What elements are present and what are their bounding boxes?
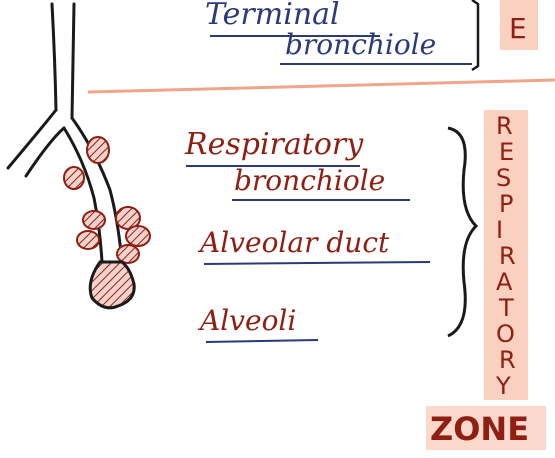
alveoli-label: Alveoli	[197, 304, 296, 337]
zone-letter-6: R	[499, 242, 516, 270]
alveolar-sac	[90, 262, 134, 308]
alveoli-underline	[206, 340, 318, 342]
alveolar-duct-label: Alveolar duct	[197, 226, 390, 259]
zone-letter-11: Y	[495, 372, 511, 400]
resp-bronchiole-line2: bronchiole	[234, 164, 385, 197]
alveolus-7	[117, 245, 139, 263]
zone-divider-line	[88, 80, 555, 92]
trunk-left-wall	[52, 4, 56, 110]
alveolus-6	[126, 226, 150, 246]
zone-letter-2: E	[499, 138, 514, 166]
trunk-right-wall	[72, 4, 74, 118]
terminal-label-line2: bronchiole	[285, 28, 436, 61]
zone-letter-5: I	[496, 216, 503, 244]
zone-top-letter: E	[509, 12, 527, 45]
resp-bronchiole-line1: Respiratory	[184, 127, 364, 162]
alveolus-5	[77, 231, 99, 249]
zone-letter-8: T	[498, 294, 514, 322]
left-branch-inner	[26, 128, 64, 176]
alveoli-cluster	[64, 137, 150, 263]
zone-bottom-label: ZONE	[430, 410, 529, 448]
alveolar-duct-underline	[204, 262, 430, 264]
curly-brace	[448, 128, 476, 336]
zone-letter-4: P	[499, 190, 513, 218]
alveolus-2	[64, 167, 84, 189]
left-branch-outer	[8, 110, 56, 168]
terminal-bracket	[472, 0, 478, 70]
alveolus-1	[87, 137, 109, 163]
zone-letter-7: A	[496, 268, 513, 296]
zone-letter-10: R	[499, 346, 516, 374]
zone-letter-1: R	[496, 112, 513, 140]
alveolus-4	[83, 211, 105, 229]
zone-letter-3: S	[496, 164, 511, 192]
zone-letter-9: O	[496, 320, 515, 348]
